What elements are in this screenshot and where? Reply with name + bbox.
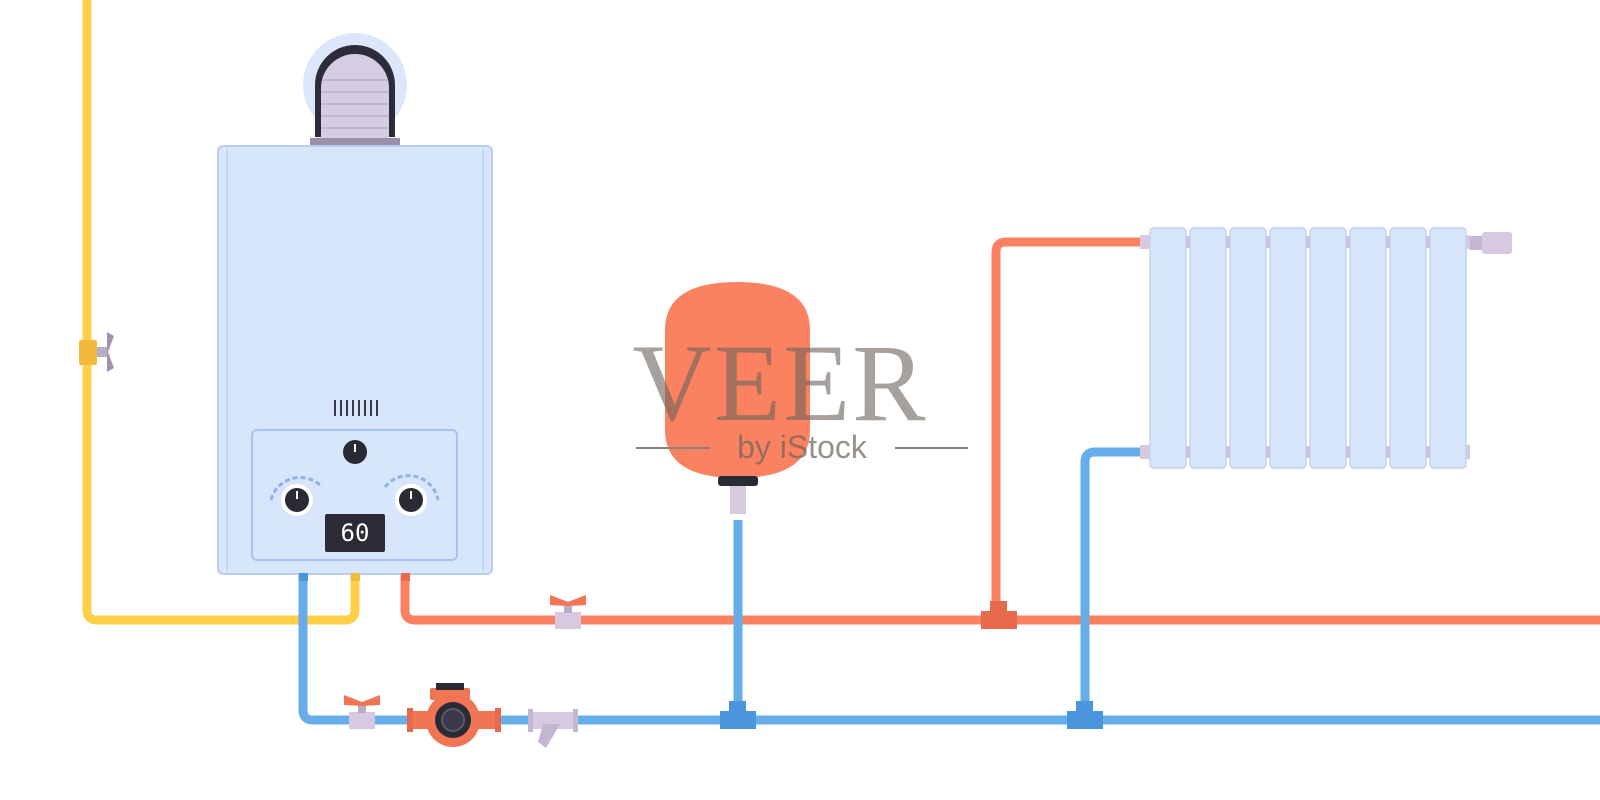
tee-fitting xyxy=(720,701,756,729)
boiler-connections xyxy=(299,573,410,581)
boiler-control-panel xyxy=(251,429,458,561)
strainer-filter-icon[interactable] xyxy=(528,709,578,748)
hot-water-pipe xyxy=(400,237,1600,625)
hot-line-ball-valve-icon[interactable] xyxy=(550,595,586,629)
cold-line-ball-valve-icon[interactable] xyxy=(344,695,380,729)
watermark-brand: VEER xyxy=(632,322,927,444)
water-temperature-knob-icon[interactable] xyxy=(383,474,440,516)
circulation-pump-icon[interactable] xyxy=(407,683,501,747)
temperature-display: 60 xyxy=(325,514,385,552)
tee-fitting xyxy=(1067,701,1103,729)
flue-pipe-icon xyxy=(303,33,407,147)
expansion-tank-icon xyxy=(665,282,810,514)
heating-temperature-knob-icon[interactable] xyxy=(269,475,324,516)
power-knob-icon[interactable] xyxy=(343,440,367,464)
watermark-tagline: by iStock xyxy=(737,429,868,465)
radiator-thermostatic-valve-icon[interactable] xyxy=(1470,232,1512,254)
temperature-display-value: 60 xyxy=(341,519,370,547)
watermark: VEER by iStock xyxy=(632,322,968,465)
boiler-vent-grille xyxy=(334,400,378,416)
tee-fitting xyxy=(981,601,1017,629)
gas-valve-icon[interactable] xyxy=(79,332,114,372)
gas-pipe xyxy=(82,0,360,625)
cold-water-pipe xyxy=(298,447,1600,725)
radiator-icon xyxy=(1140,227,1470,469)
